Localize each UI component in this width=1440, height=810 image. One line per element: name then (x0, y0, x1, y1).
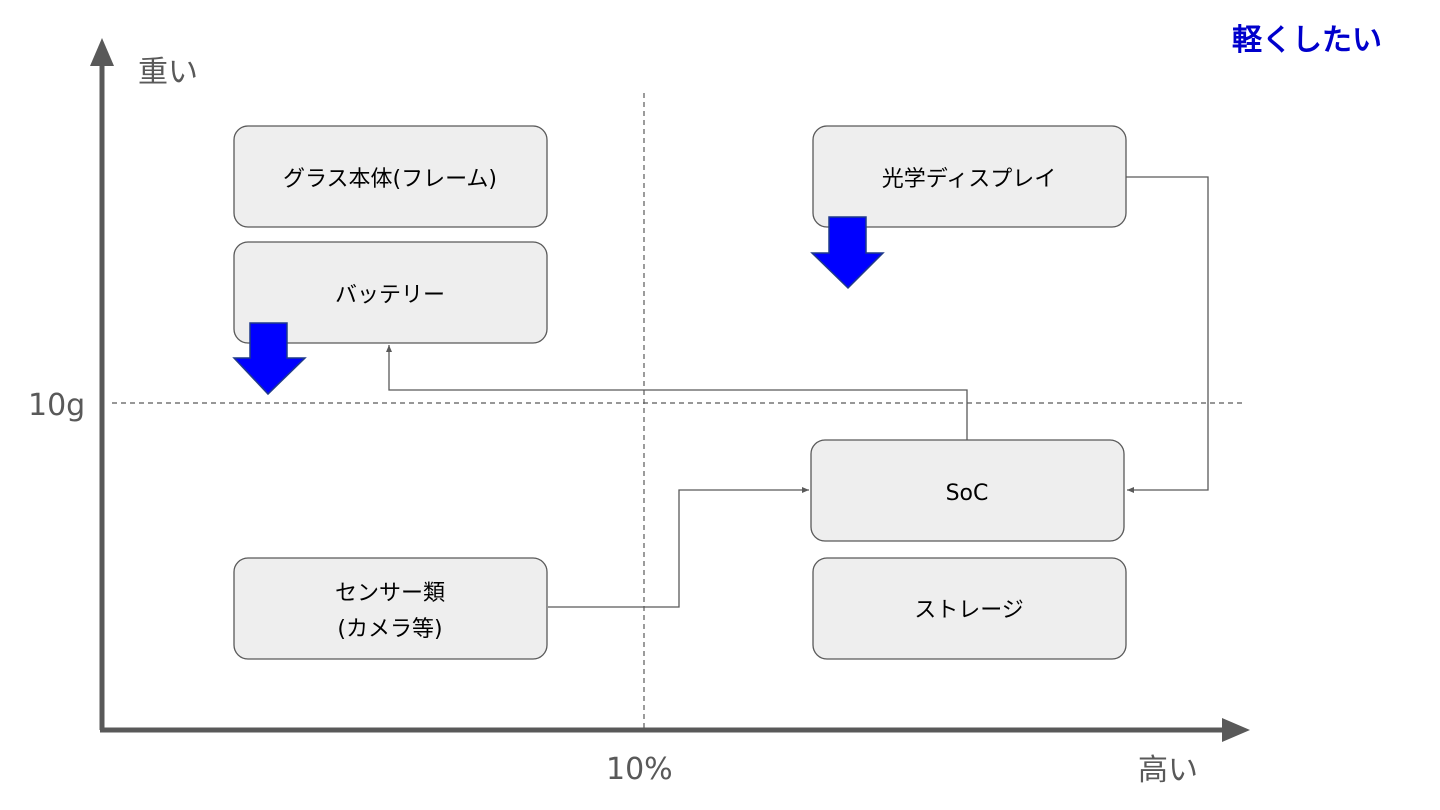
box-storage-label: ストレージ (914, 598, 1024, 623)
down-arrow-battery-icon (232, 322, 307, 396)
lighten-note: 軽くしたい (1232, 23, 1382, 58)
connector-display-to-soc (1126, 176, 1209, 493)
axes (90, 38, 1250, 742)
box-optical-display-label: 光学ディスプレイ (882, 167, 1056, 192)
weight-threshold-label: 10g (28, 388, 85, 423)
box-optical-display: 光学ディスプレイ (812, 125, 1127, 228)
box-sensors-label-line1: センサー類 (335, 581, 445, 606)
x-axis-label: 高い (1138, 753, 1198, 788)
box-sensors: センサー類 (カメラ等) (233, 557, 548, 660)
box-soc-label: SoC (946, 481, 989, 506)
box-glass-frame-label: グラス本体(フレーム) (283, 167, 497, 192)
box-battery: バッテリー (233, 241, 548, 344)
down-arrow-display-icon (810, 216, 885, 290)
connector-sensors-to-soc (548, 487, 809, 608)
box-storage: ストレージ (812, 557, 1127, 660)
box-glass-frame: グラス本体(フレーム) (233, 125, 548, 228)
y-axis-arrowhead (90, 38, 114, 66)
y-axis-label: 重い (138, 55, 198, 90)
box-battery-label: バッテリー (335, 283, 445, 308)
box-sensors-label-line2: (カメラ等) (337, 617, 442, 642)
box-soc: SoC (810, 439, 1125, 542)
connector-soc-to-battery (386, 345, 968, 440)
x-axis-arrowhead (1222, 718, 1250, 742)
ratio-threshold-label: 10% (606, 752, 673, 787)
